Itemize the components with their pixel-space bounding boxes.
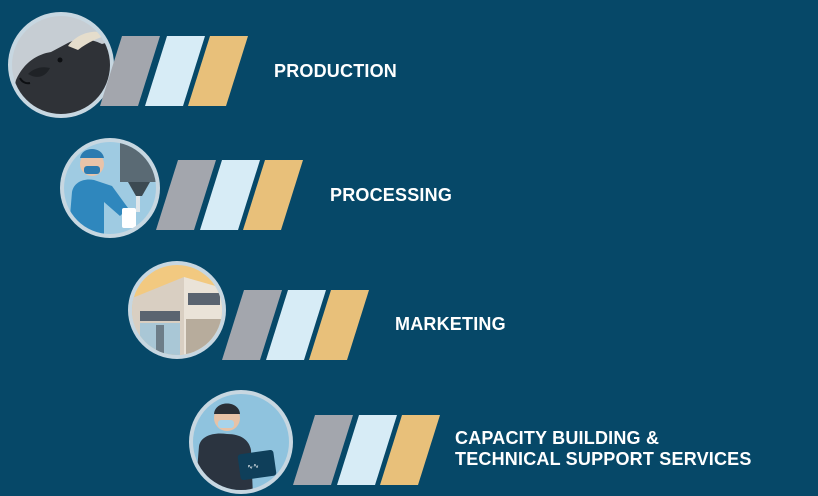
step-label-capacity-building: CAPACITY BUILDING & TECHNICAL SUPPORT SE… [455,428,752,469]
stripe-light-blue [200,160,260,230]
step-label-line-1: CAPACITY BUILDING & [455,428,660,448]
storefront-icon [128,261,226,359]
step-label-production: PRODUCTION [274,61,397,81]
stripe-gray [293,415,353,485]
cattle-icon [8,12,114,118]
meat-processing-worker-icon [60,138,160,238]
step-label-marketing: MARKETING [395,314,506,334]
stripe-gray [222,290,282,360]
stripe-gold [188,36,248,106]
stripe-gold [309,290,369,360]
stripe-gray [100,36,160,106]
stripe-gold [243,160,303,230]
stripe-light-blue [266,290,326,360]
svg-text:∿∿: ∿∿ [247,462,260,472]
stripe-light-blue [145,36,205,106]
step-label-processing: PROCESSING [330,185,453,205]
support-person-tablet-icon: ∿∿ [189,390,293,494]
stripe-light-blue [337,415,397,485]
stripe-gray [156,160,216,230]
stripe-gold [380,415,440,485]
step-label-line-2: TECHNICAL SUPPORT SERVICES [455,448,752,469]
